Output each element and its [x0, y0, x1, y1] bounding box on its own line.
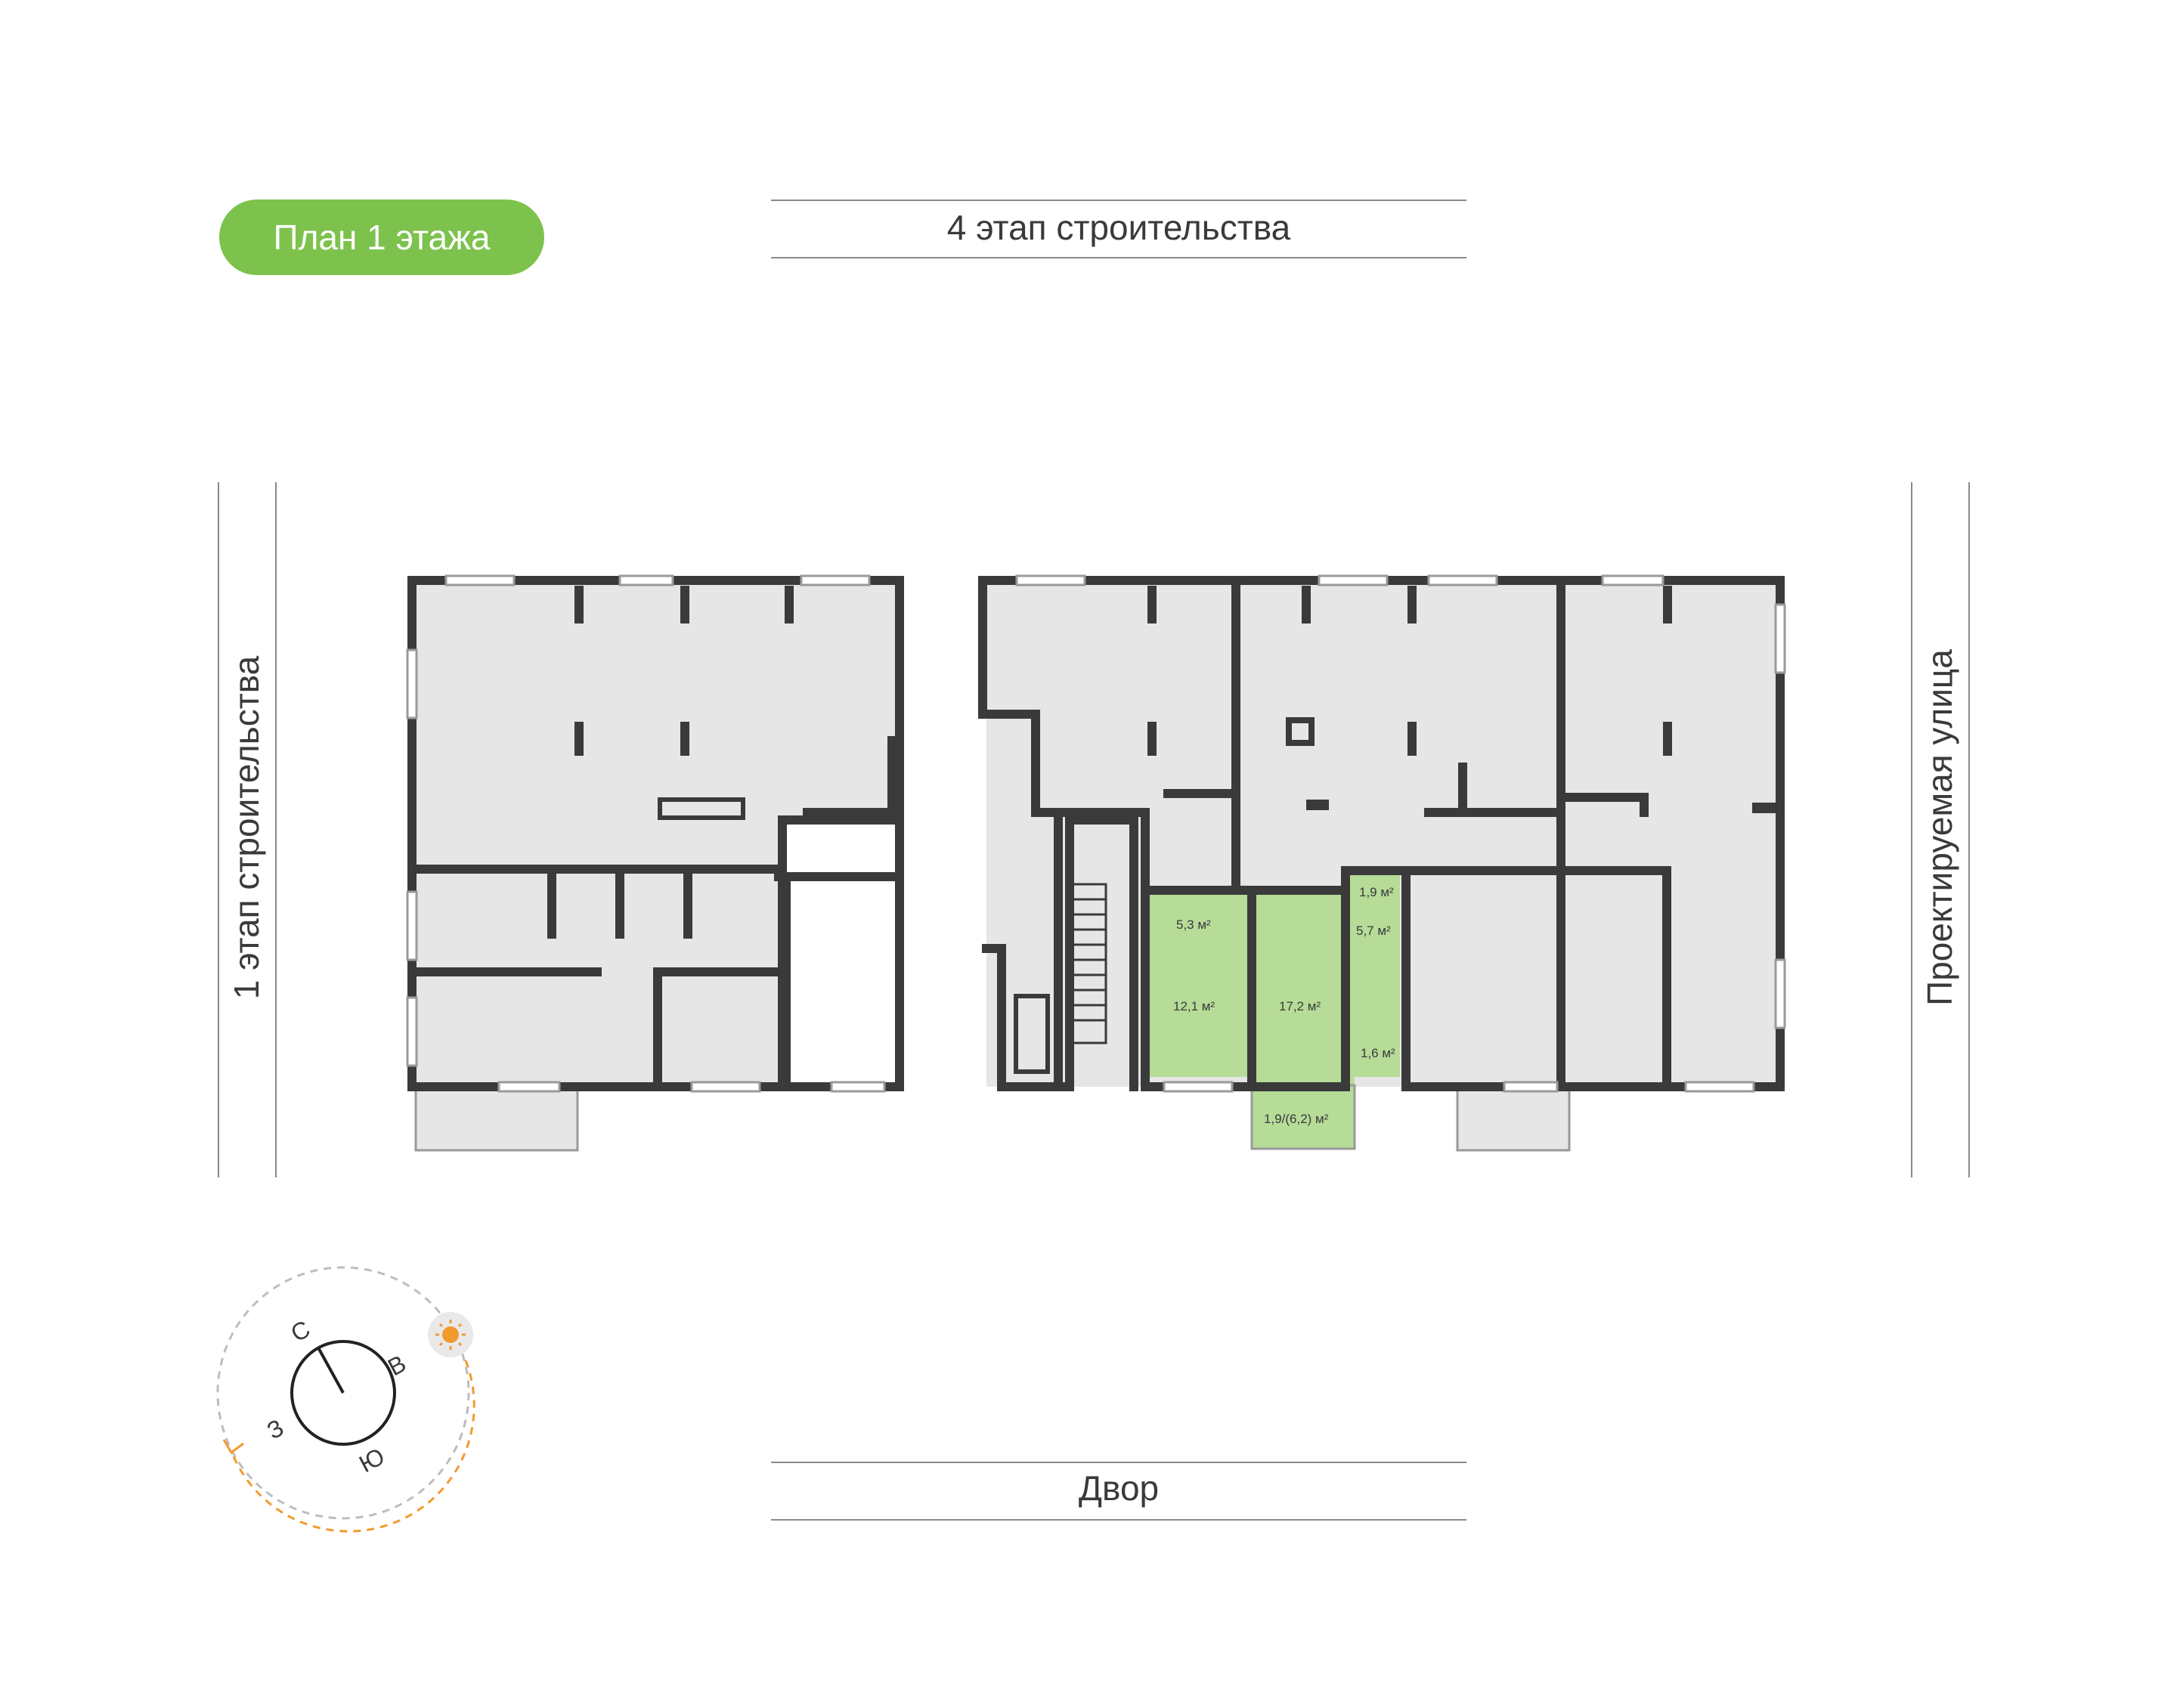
compass-west: З — [262, 1414, 288, 1445]
apartment-bedroom — [1146, 955, 1252, 1077]
area-wc: 1,9 м² — [1359, 885, 1394, 899]
left-rule-inner — [275, 482, 277, 1177]
left-rule-outer — [218, 482, 219, 1177]
compass-north: С — [286, 1315, 314, 1348]
other-balconies — [414, 1084, 1571, 1152]
apartment-hall — [1346, 871, 1400, 1077]
top-side-label: 4 этап строительства — [946, 208, 1291, 247]
compass-south: Ю — [355, 1443, 389, 1478]
area-bedroom: 12,1 м² — [1173, 999, 1215, 1013]
floor-plan-title: План 1 этажа — [273, 218, 491, 257]
bottom-side-label: Двор — [1078, 1468, 1160, 1508]
columns — [574, 586, 1776, 1074]
staircase — [1068, 883, 1107, 1044]
sun-path-arc — [230, 1360, 475, 1533]
top-rule-upper — [771, 200, 1466, 201]
floor-areas — [412, 580, 1780, 1087]
compass-needle — [317, 1348, 345, 1394]
windows — [406, 574, 1786, 1093]
sun-path-circle — [216, 1266, 470, 1520]
room-area-labels: 5,3 м² 12,1 м² 17,2 м² 1,9 м² 5,7 м² 1,6… — [1173, 885, 1395, 1126]
area-hall: 5,7 м² — [1356, 924, 1391, 938]
bottom-rule-lower — [771, 1519, 1466, 1521]
right-rule-outer — [1911, 482, 1912, 1177]
right-balcony — [1456, 1084, 1571, 1152]
floor-plan-badge: План 1 этажа — [219, 200, 544, 275]
sun-icon — [442, 1326, 459, 1343]
area-kitchen-living: 17,2 м² — [1279, 999, 1321, 1013]
sun-path-arrow-icon — [222, 1439, 244, 1455]
bottom-rule-upper — [771, 1462, 1466, 1463]
left-balcony — [414, 1084, 579, 1152]
right-rule-inner — [1968, 482, 1970, 1177]
compass: С В Ю З — [216, 1266, 475, 1533]
area-bathroom: 5,3 м² — [1176, 917, 1211, 932]
apartment-kitchen-living — [1252, 890, 1346, 1077]
apartment-bathroom — [1146, 890, 1252, 955]
sun-rays-icon — [435, 1320, 466, 1350]
stair-core-floor — [900, 620, 983, 1087]
area-balcony: 1,9/(6,2) м² — [1264, 1112, 1329, 1126]
corridor-floor — [786, 824, 900, 1087]
area-storage: 1,6 м² — [1361, 1046, 1395, 1060]
top-rule-lower — [771, 257, 1466, 258]
